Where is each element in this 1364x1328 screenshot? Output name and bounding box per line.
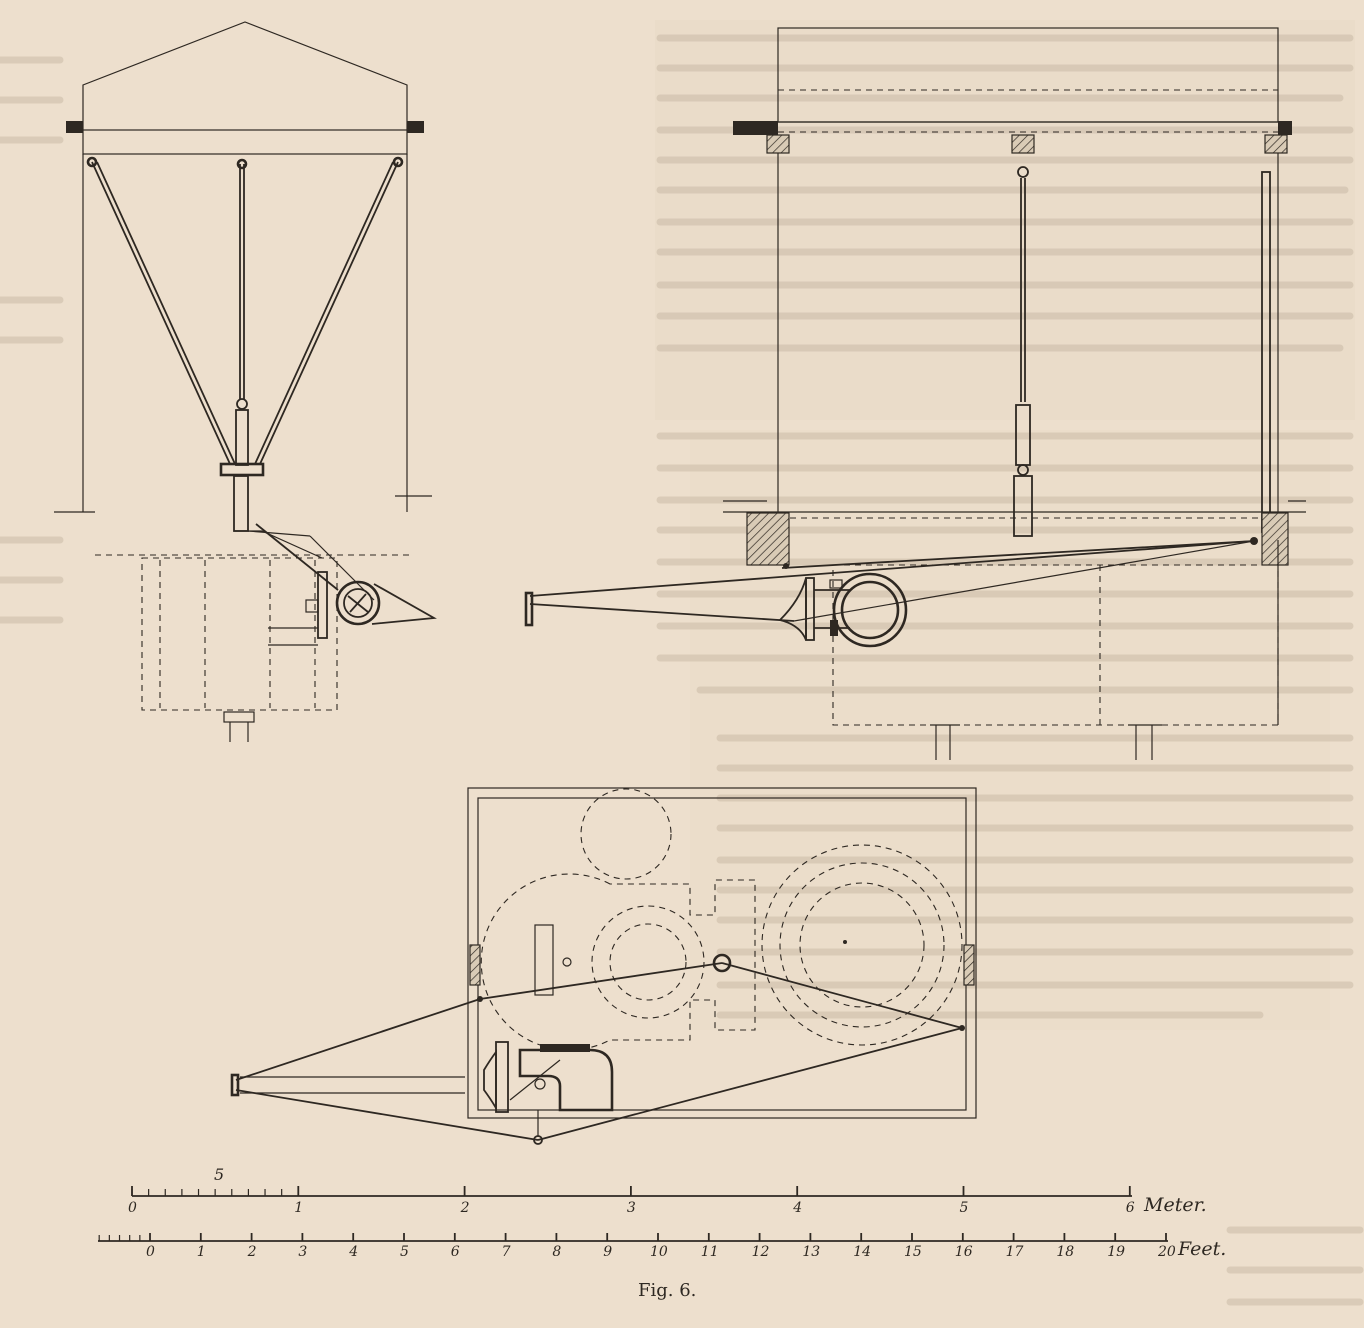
feet-tick-label: 13 — [802, 1244, 820, 1260]
plan-galvanometer-body — [518, 1048, 614, 1112]
feet-tick-label: 4 — [348, 1244, 358, 1260]
large-dashed-circle — [761, 844, 963, 1046]
meter-tick-label: 0 — [128, 1200, 137, 1216]
meter-tick-label: 4 — [792, 1200, 802, 1216]
feet-tick-label: 0 — [146, 1244, 155, 1260]
lower-housing-dashed — [832, 564, 1279, 726]
end-elevation-view — [54, 21, 437, 742]
plan-pivot — [712, 953, 732, 973]
meter-tick-label: 2 — [460, 1200, 470, 1216]
plan-lever-end — [230, 1073, 240, 1097]
right-diagonal-rod — [259, 161, 399, 465]
meter-unit-label: Meter. — [1143, 1194, 1207, 1216]
feet-tick-label: 16 — [955, 1244, 973, 1260]
gable-outline — [82, 21, 408, 130]
plan-lever-lower — [235, 1089, 539, 1141]
bleed-through-texture — [0, 20, 1364, 1306]
plan-lever-upper — [235, 998, 481, 1081]
right-ceiling-stub — [1278, 121, 1292, 135]
feet-tick-label: 1 — [197, 1244, 206, 1260]
meter-scale: 5 0 1 2 3 4 5 6 Meter. — [128, 1165, 1207, 1216]
left-ceiling-stub — [733, 121, 778, 135]
feet-tick-label: 15 — [904, 1244, 922, 1260]
hanger-block — [219, 462, 265, 477]
feet-tick-label: 3 — [298, 1244, 307, 1260]
feet-tick-label: 18 — [1056, 1244, 1074, 1260]
left-diagonal-rod — [91, 161, 231, 465]
meter-tick-label: 3 — [627, 1200, 636, 1216]
feet-tick-label: 6 — [451, 1244, 460, 1260]
hanger-post-side — [1013, 475, 1033, 537]
left-beam-section — [766, 134, 790, 154]
roof-beam — [82, 129, 408, 155]
figure-caption: Fig. 6. — [638, 1280, 696, 1301]
lower-frame-dashed — [141, 557, 338, 711]
feet-tick-label: 5 — [400, 1244, 409, 1260]
feet-tick-label: 2 — [247, 1244, 257, 1260]
feet-unit-label: Feet. — [1177, 1238, 1226, 1260]
center-beam-section — [1011, 134, 1035, 154]
turnbuckle — [235, 409, 249, 466]
small-dashed-circle — [580, 788, 672, 880]
galvanometer-coil — [335, 580, 381, 626]
right-wall-stub — [407, 121, 424, 133]
right-floor-section — [1261, 512, 1289, 566]
feet-tick-label: 14 — [853, 1244, 871, 1260]
plan-outer-frame — [467, 787, 977, 1119]
plan-view — [230, 787, 977, 1145]
right-beam-section — [1264, 134, 1288, 154]
feet-tick-label: 11 — [701, 1244, 719, 1260]
side-elevation-view — [524, 27, 1306, 760]
left-floor-section — [746, 512, 790, 566]
hanger-post — [233, 475, 249, 532]
feet-tick-label: 7 — [502, 1244, 511, 1260]
feet-tick-label: 19 — [1107, 1244, 1125, 1260]
plan-mount-plate — [495, 1041, 509, 1113]
meter-tick-label: 5 — [960, 1200, 969, 1216]
feet-tick-label: 17 — [1006, 1244, 1024, 1260]
meter-tick-label: 6 — [1126, 1200, 1135, 1216]
meter-tick-label: 1 — [294, 1200, 303, 1216]
mount-plate — [317, 571, 328, 639]
left-wall-stub — [66, 121, 83, 133]
central-body-dashed — [480, 873, 756, 1051]
feet-tick-label: 8 — [552, 1244, 561, 1260]
feet-tick-label: 20 — [1157, 1244, 1176, 1260]
lever-arm — [234, 530, 323, 559]
feet-tick-label: 12 — [752, 1244, 770, 1260]
drum-outer — [832, 572, 908, 648]
meter-tenths-label: 5 — [214, 1165, 224, 1184]
lever-end-cap — [524, 591, 534, 627]
feet-tick-label: 9 — [603, 1244, 612, 1260]
feet-tick-label: 10 — [650, 1244, 668, 1260]
pointer-cone — [371, 583, 437, 625]
long-lever-upper — [529, 540, 1255, 597]
